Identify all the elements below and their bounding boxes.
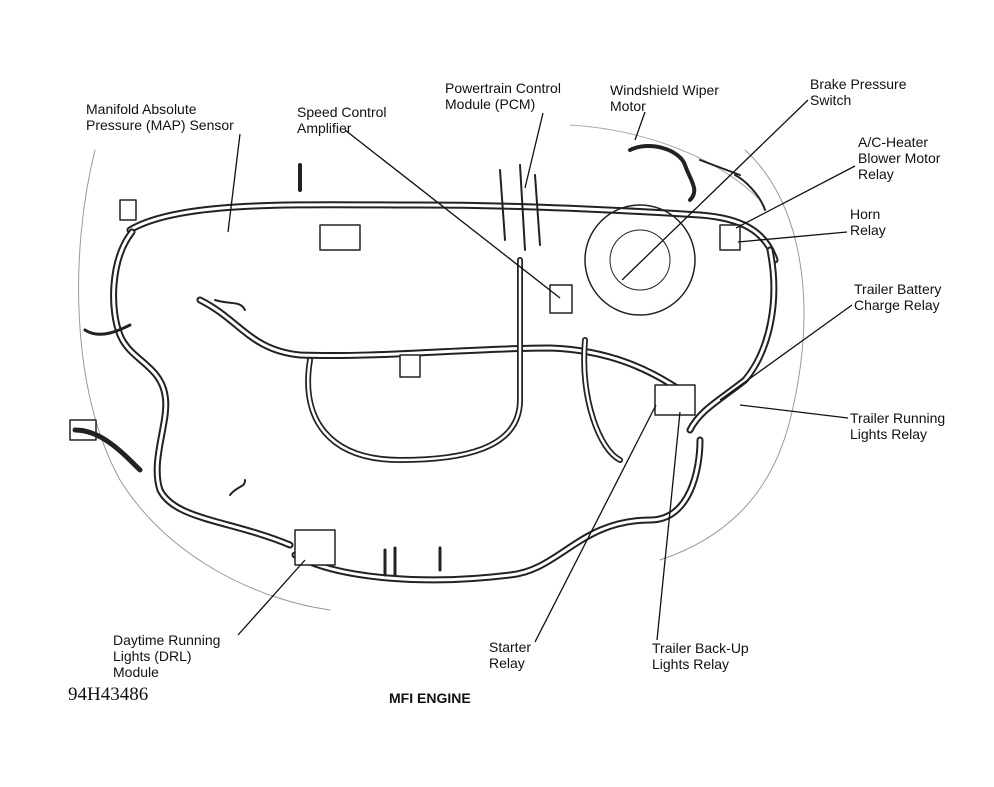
leader-lines	[227, 99, 856, 643]
leader-brake-switch	[621, 99, 809, 281]
leader-blower-relay	[735, 165, 856, 229]
leader-running-relay	[739, 404, 849, 419]
leader-map-sensor	[227, 133, 241, 233]
leader-battery-relay	[719, 304, 853, 401]
leader-horn-relay	[737, 231, 848, 243]
leader-pcm	[524, 112, 544, 189]
leader-starter-relay	[534, 404, 657, 643]
leader-speed-control	[344, 129, 561, 299]
leader-drl-module	[237, 559, 306, 636]
leader-backup-relay	[656, 411, 681, 641]
diagram-id: 94H43486	[68, 684, 149, 705]
diagram-caption: MFI ENGINE	[389, 690, 471, 706]
leader-wiper-motor	[634, 111, 646, 141]
